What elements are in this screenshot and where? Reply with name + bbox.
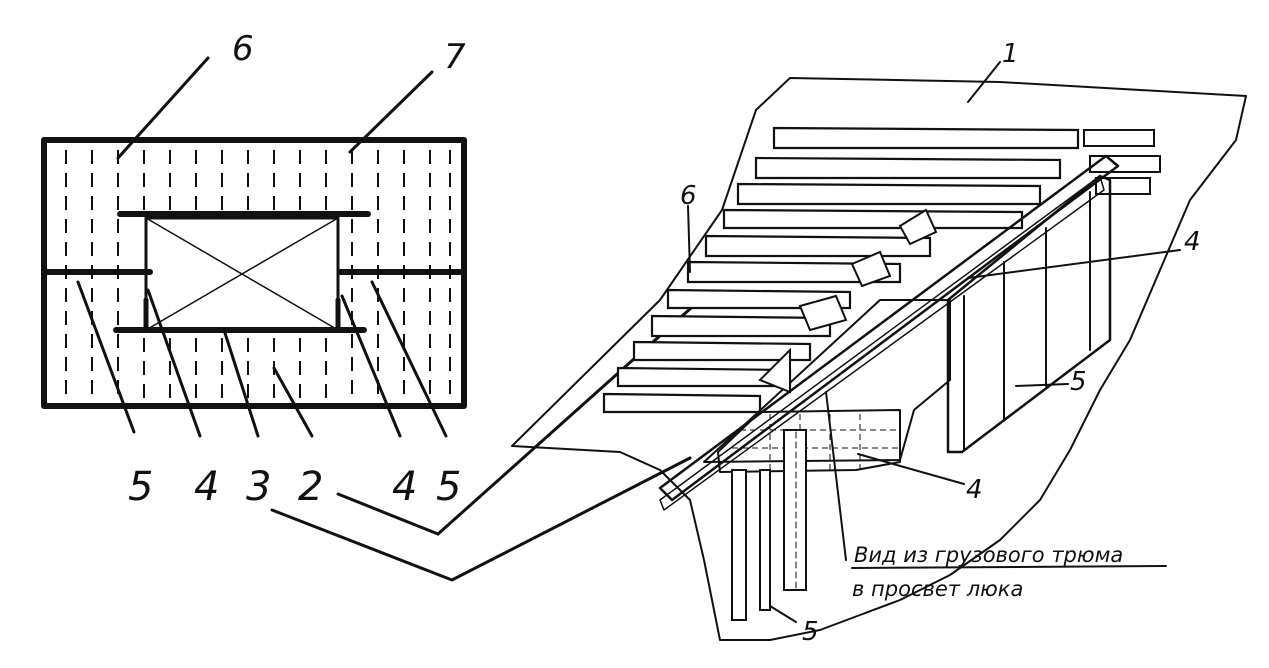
plan-label-7: 7 bbox=[444, 37, 466, 77]
opening-diagonal-b bbox=[145, 217, 339, 331]
plan-label-5-right: 5 bbox=[436, 464, 461, 510]
view-label-4-lower: 4 bbox=[966, 475, 983, 505]
view-leaders bbox=[687, 61, 1181, 623]
girder-near bbox=[658, 154, 1120, 502]
plan-label-4-left: 4 bbox=[194, 464, 219, 510]
plan-view bbox=[41, 137, 467, 409]
plan-label-5-left: 5 bbox=[128, 464, 153, 510]
connector-lines bbox=[270, 298, 702, 582]
girder-brackets bbox=[758, 208, 938, 394]
girder-near-flange bbox=[659, 175, 1105, 511]
coaming-far bbox=[946, 174, 1112, 454]
plan-leaders bbox=[76, 56, 448, 438]
caption-line-2: в просвет люка bbox=[852, 577, 1023, 601]
plan-label-3: 3 bbox=[246, 464, 271, 510]
view-label-6: 6 bbox=[680, 181, 697, 211]
plan-label-4-right: 4 bbox=[392, 464, 417, 510]
plan-label-2: 2 bbox=[298, 464, 323, 510]
coaming-transverse bbox=[717, 409, 901, 473]
deck-frames-left bbox=[602, 126, 1080, 414]
view-label-5-lower: 5 bbox=[802, 617, 819, 647]
perspective-view bbox=[511, 77, 1247, 641]
plan-label-6: 6 bbox=[232, 29, 254, 69]
hatch-opening bbox=[144, 216, 340, 332]
caption-line-1: Вид из грузового трюма bbox=[854, 543, 1123, 567]
pillars bbox=[731, 429, 807, 621]
view-label-5-upper: 5 bbox=[1070, 367, 1087, 397]
coaming-grid bbox=[732, 414, 900, 470]
view-label-4-upper: 4 bbox=[1184, 227, 1201, 257]
view-label-1: 1 bbox=[1002, 39, 1019, 69]
deck-outline bbox=[511, 77, 1247, 641]
